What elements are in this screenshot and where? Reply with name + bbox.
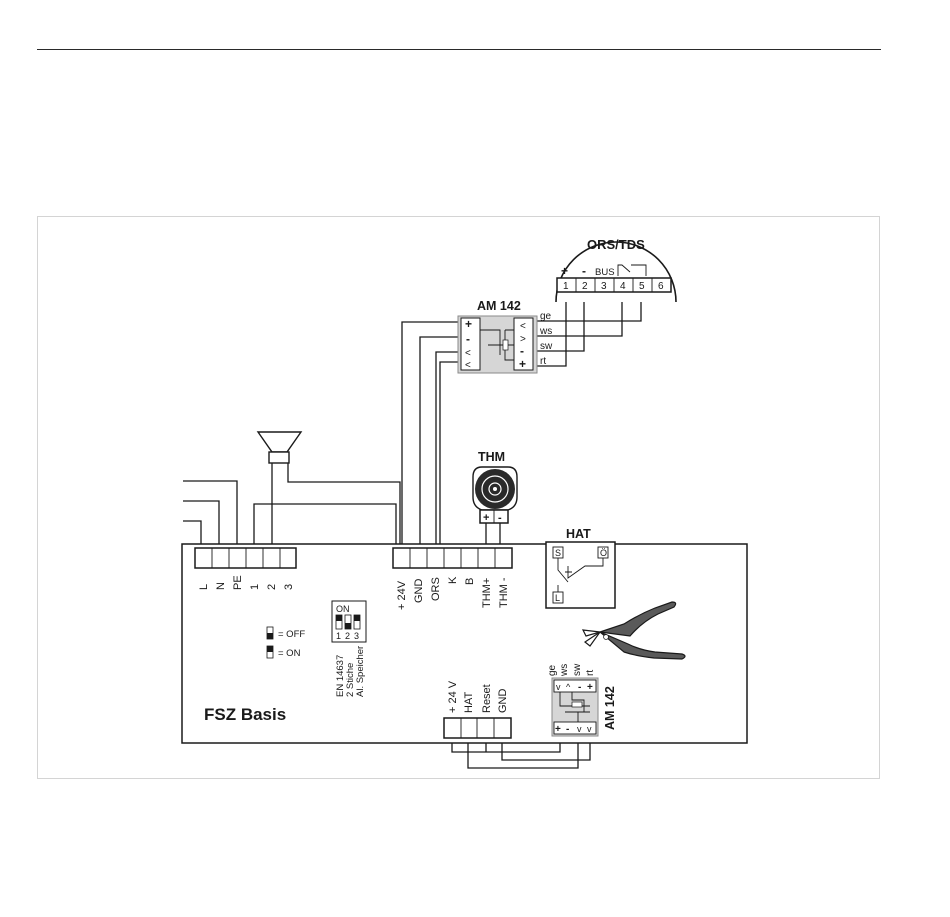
reset-terminal-label: GND xyxy=(497,689,509,714)
legend-off-label: = OFF xyxy=(278,629,305,640)
wire-color-label: sw xyxy=(540,341,553,352)
am142-mark: - xyxy=(520,344,524,358)
wire-color-label: ws xyxy=(539,326,552,337)
wire-color-label: sw xyxy=(572,663,583,676)
thm-title: THM xyxy=(478,450,505,464)
am142-mark: + xyxy=(555,724,561,735)
am142-mark: - xyxy=(566,724,569,735)
horn-icon xyxy=(258,432,301,463)
dip-number: 1 xyxy=(336,631,341,641)
reset-terminal-label: HAT xyxy=(463,692,475,713)
wire-bus-ors-b xyxy=(440,362,458,548)
ors-terminal-number: 2 xyxy=(582,281,588,292)
hat-s-label: S xyxy=(555,548,561,558)
fsz-basis-module: FSZ Basis L N PE 1 2 3 + 24V GND xyxy=(182,544,747,743)
ors-terminal-number: 4 xyxy=(620,281,626,292)
mains-terminal-label: 1 xyxy=(249,584,261,590)
thm-terminal-minus: - xyxy=(498,512,502,524)
mains-terminal-label: N xyxy=(215,582,227,590)
bus-terminal-label: + 24V xyxy=(396,580,408,610)
dip-number: 3 xyxy=(354,631,359,641)
wire-bus-gnd xyxy=(420,337,458,548)
legend-on-label: = ON xyxy=(278,648,301,659)
wire-color-label: rt xyxy=(540,356,546,367)
am142-bottom-title: AM 142 xyxy=(603,686,617,730)
mains-terminal-label: 3 xyxy=(283,584,295,590)
bus-terminal-label: GND xyxy=(413,579,425,604)
am142-mark: - xyxy=(466,332,470,346)
fsz-basis-title: FSZ Basis xyxy=(204,705,286,724)
hat-button: HAT S L Ö xyxy=(546,527,615,608)
am142-mark: v xyxy=(577,724,582,734)
dip-caption: Al. Speicher xyxy=(355,646,366,697)
wire-color-label: ge xyxy=(540,311,552,322)
am142-top-title: AM 142 xyxy=(477,299,521,313)
bus-terminal-label: ORS xyxy=(430,577,442,601)
mains-terminal-label: 2 xyxy=(266,584,278,590)
wire-bus-plus xyxy=(402,322,458,548)
ors-sign-plus: + xyxy=(561,264,568,278)
bus-terminal-label: THM+ xyxy=(481,578,493,608)
hat-l-label: L xyxy=(555,593,560,603)
bus-terminal-label: B xyxy=(464,578,476,585)
wire-horn-2 xyxy=(254,504,396,548)
ors-terminal-number: 1 xyxy=(563,281,569,292)
thm-terminal-plus: + xyxy=(483,512,489,524)
am142-mark: v xyxy=(587,724,592,734)
wire-bus-ors-a xyxy=(436,352,458,548)
wire-color-label: rt xyxy=(585,670,596,676)
bus-terminal-label: K xyxy=(447,576,459,584)
am142-mark: + xyxy=(519,357,526,371)
am142-mark: - xyxy=(578,682,581,693)
am142-mark: + xyxy=(465,317,472,331)
am142-mark: v xyxy=(556,682,561,692)
am142-mark: + xyxy=(587,682,593,693)
wire-color-label: ws xyxy=(559,664,570,677)
mains-terminal-label: PE xyxy=(232,575,244,590)
ors-bus-label: BUS xyxy=(595,267,615,278)
ors-terminal-number: 5 xyxy=(639,281,645,292)
wire-mains-1 xyxy=(183,481,237,548)
dip-on-label: ON xyxy=(336,604,350,614)
wire-horn-3 xyxy=(288,463,400,548)
bus-terminal-label: THM - xyxy=(498,577,510,608)
am142-mark: < xyxy=(520,321,526,332)
dip-number: 2 xyxy=(345,631,350,641)
hat-o-label: Ö xyxy=(600,548,607,558)
ors-tds-detector: ORS/TDS + - BUS 1 2 3 4 5 6 xyxy=(556,237,676,302)
wire-color-label: ge xyxy=(547,664,558,676)
ors-tds-title: ORS/TDS xyxy=(587,237,645,252)
thm-sensor: THM + - xyxy=(473,450,517,524)
ors-terminal-number: 3 xyxy=(601,281,607,292)
am142-mark: < xyxy=(465,360,471,371)
mains-terminal-label: L xyxy=(198,584,210,590)
ors-terminal-number: 6 xyxy=(658,281,664,292)
reset-terminal-label: Reset xyxy=(481,684,493,713)
hat-title: HAT xyxy=(566,527,591,541)
ors-sign-minus: - xyxy=(582,264,586,278)
reset-terminal-label: + 24 V xyxy=(447,680,459,713)
am142-mark: < xyxy=(465,348,471,359)
